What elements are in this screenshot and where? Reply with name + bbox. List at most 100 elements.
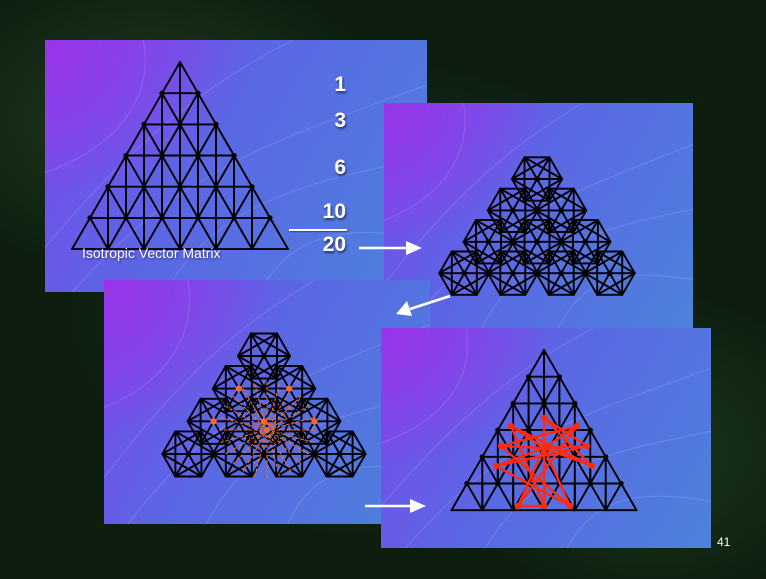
cluster-edge <box>211 387 227 413</box>
cluster-edge <box>535 272 550 296</box>
lattice-edge <box>125 154 145 188</box>
cluster-chord <box>547 187 588 212</box>
cluster-edge <box>161 430 177 455</box>
lattice-edge <box>604 482 623 512</box>
highlight-ray <box>254 429 268 477</box>
lattice-edge <box>161 154 181 188</box>
swirl-curve <box>566 495 711 548</box>
cluster-chord <box>275 365 317 390</box>
cluster-chord <box>571 219 612 243</box>
cluster-chord <box>462 219 502 243</box>
lattice-edge <box>558 455 576 485</box>
cluster-edge <box>200 430 216 455</box>
lattice-edge <box>161 61 181 95</box>
cluster-edge <box>475 272 491 296</box>
cluster-edge <box>535 209 550 233</box>
cluster-chord <box>438 250 478 275</box>
lattice-edge <box>161 185 181 219</box>
lattice-edge <box>604 455 623 485</box>
highlight-ray <box>242 388 268 431</box>
lattice-edge <box>233 185 253 219</box>
lattice-edge <box>179 216 199 251</box>
highlight-ray <box>220 429 268 443</box>
lattice-edge <box>481 455 499 485</box>
lattice-edge <box>89 216 109 251</box>
sum-term-3: 6 <box>334 156 346 179</box>
lattice-edge <box>589 482 607 512</box>
cluster-edge <box>559 219 574 243</box>
cluster-chord <box>262 452 304 478</box>
cluster-edge <box>225 397 241 423</box>
cluster-edge <box>475 250 491 275</box>
cluster-chord <box>535 250 575 275</box>
cluster-edge <box>548 219 563 243</box>
swirl-curve <box>45 40 295 249</box>
cluster-edge <box>312 452 328 478</box>
lattice-edge <box>251 216 271 251</box>
cluster-chord <box>161 452 203 478</box>
swirl-curve <box>557 274 693 328</box>
cluster-chord <box>523 219 563 243</box>
highlight-ray <box>220 417 268 431</box>
lattice-edge <box>481 482 499 512</box>
cluster-edge <box>462 219 477 243</box>
highlight-ray <box>499 444 572 508</box>
sum-rule <box>289 229 347 231</box>
lattice-edge <box>496 402 515 432</box>
swirl-curve <box>104 280 317 479</box>
swirl-curve <box>45 40 146 174</box>
cluster-edge <box>237 355 252 380</box>
lattice-edge <box>450 482 468 512</box>
lattice-edge <box>465 482 484 512</box>
cluster-edge <box>596 219 612 243</box>
lattice-edge <box>197 154 217 188</box>
cluster-chord <box>186 397 228 423</box>
cluster-chord <box>486 250 527 275</box>
lattice-edge <box>589 429 607 458</box>
cluster-chord <box>583 250 624 275</box>
lattice-edge <box>233 154 253 188</box>
highlight-ray <box>542 416 589 448</box>
cluster-edge <box>486 272 502 296</box>
cluster-chord <box>511 219 551 243</box>
lattice-edge <box>107 216 127 251</box>
lattice-edge <box>215 216 235 251</box>
cluster-chord <box>535 272 575 296</box>
cluster-center <box>461 270 468 276</box>
highlight-ray <box>509 424 594 468</box>
cluster-edge <box>186 420 202 445</box>
cluster-chord <box>174 430 216 455</box>
highlight-node <box>311 418 318 425</box>
cluster-edge <box>225 420 241 445</box>
cluster-chord <box>547 250 588 275</box>
cluster-chord <box>475 219 515 243</box>
panel-triangle-red-highlight <box>381 328 711 548</box>
panel-arrangement-orange-highlight <box>104 280 430 524</box>
cluster-edge <box>524 250 539 275</box>
cluster-chord <box>499 187 539 212</box>
lattice-edge <box>197 92 217 126</box>
highlight-ray <box>509 424 546 508</box>
cluster-chord <box>450 272 491 296</box>
cluster-chord <box>535 187 575 212</box>
lattice-edge <box>197 216 217 251</box>
cluster-edge <box>262 365 278 390</box>
cluster-edge <box>276 397 291 423</box>
cluster-edge <box>438 250 453 275</box>
cluster-edge <box>351 452 367 478</box>
cluster-edge <box>511 178 526 202</box>
arrow-right-icon <box>359 241 422 255</box>
cluster-edge <box>583 250 599 275</box>
highlight-ray <box>266 429 302 465</box>
cluster-edge <box>486 209 502 233</box>
isotropic-vector-matrix-lattice <box>71 61 289 251</box>
lattice-edge <box>107 185 127 219</box>
highlight-node <box>286 385 293 392</box>
cluster-edge <box>211 452 227 478</box>
lattice-edge <box>89 185 109 219</box>
cluster-center <box>236 451 242 457</box>
cluster-chord <box>275 452 317 478</box>
cluster-edge <box>301 387 317 413</box>
cluster-edge <box>287 420 303 445</box>
cluster-chord <box>583 272 624 296</box>
